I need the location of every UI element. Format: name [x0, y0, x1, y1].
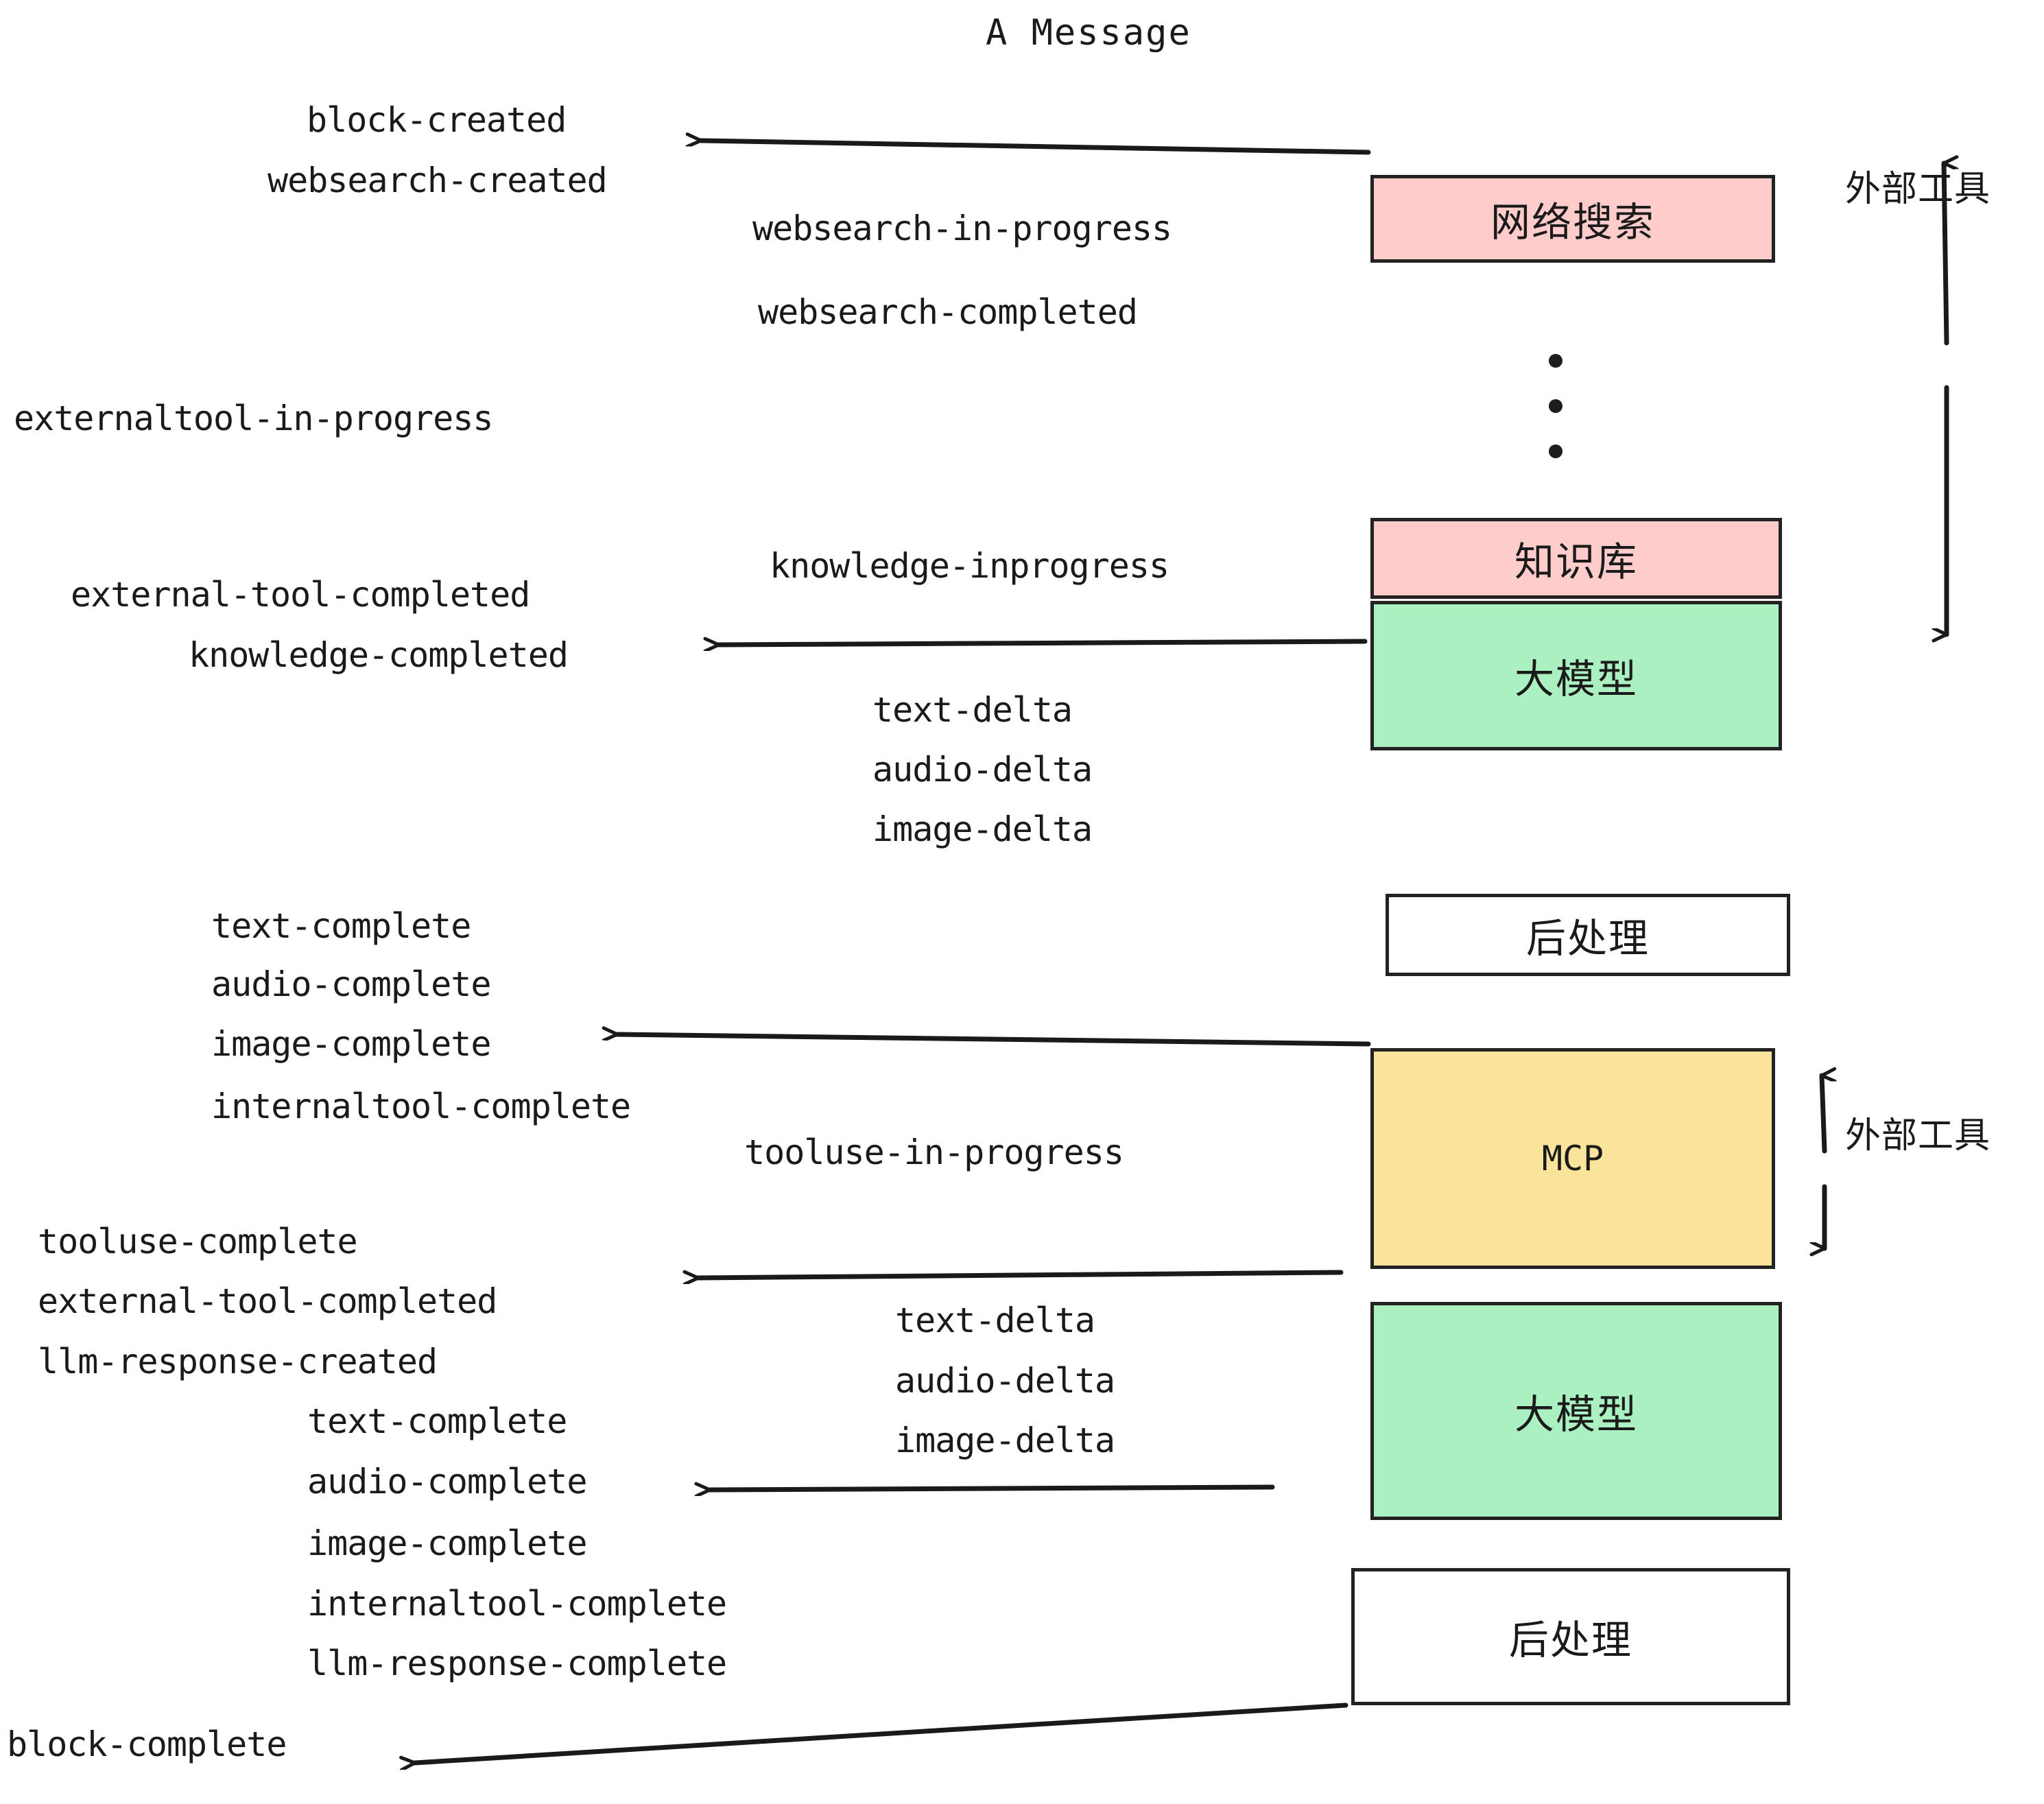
- arrow-knowledge-completed: [719, 641, 1368, 645]
- process-box-websearch: 网络搜索: [1370, 175, 1775, 263]
- event-label: external-tool-completed: [71, 575, 530, 615]
- event-label: text-delta: [895, 1301, 1095, 1340]
- process-box-postprocess-2: 后处理: [1351, 1568, 1790, 1705]
- event-label: image-complete: [307, 1523, 587, 1563]
- arrow-tooluse-complete: [698, 1270, 1344, 1278]
- external-tool-annotation: 外部工具: [1845, 169, 1991, 210]
- event-label: text-delta: [872, 690, 1073, 730]
- arrow-image-complete: [617, 1034, 1371, 1047]
- event-label: websearch-created: [268, 161, 608, 200]
- process-box-label: 大模型: [1514, 1391, 1638, 1438]
- process-box-label: 网络搜索: [1490, 199, 1655, 246]
- event-label: websearch-completed: [758, 292, 1138, 332]
- process-box-label: 知识库: [1514, 538, 1638, 585]
- event-label: text-complete: [211, 906, 471, 946]
- process-box-knowledge: 知识库: [1370, 518, 1782, 599]
- event-label: audio-complete: [307, 1462, 587, 1502]
- ellipsis-dot-icon: [1549, 444, 1562, 458]
- process-box-label: 后处理: [1525, 915, 1650, 962]
- external-tool-annotation: 外部工具: [1845, 1115, 1991, 1156]
- event-label: knowledge-completed: [189, 635, 569, 675]
- event-label: image-delta: [895, 1421, 1115, 1460]
- event-label: block-complete: [7, 1724, 287, 1764]
- event-label: tooluse-complete: [38, 1222, 358, 1261]
- event-label: block-created: [307, 100, 567, 140]
- event-label: tooluse-in-progress: [744, 1132, 1124, 1172]
- event-label: websearch-in-progress: [752, 209, 1172, 248]
- process-box-label: 大模型: [1514, 656, 1638, 702]
- process-box-postprocess-1: 后处理: [1386, 894, 1790, 976]
- event-label: internaltool-complete: [307, 1584, 727, 1624]
- process-box-label: 后处理: [1508, 1617, 1632, 1663]
- event-label: internaltool-complete: [211, 1087, 631, 1126]
- process-box-label: MCP: [1541, 1139, 1604, 1178]
- event-label: image-delta: [872, 809, 1093, 849]
- arrow-block-complete: [415, 1702, 1348, 1763]
- ellipsis-dot-icon: [1549, 354, 1562, 368]
- event-label: image-complete: [211, 1024, 491, 1064]
- arrow-audio-complete: [710, 1487, 1275, 1490]
- event-label: externaltool-in-progress: [14, 399, 493, 438]
- diagram-title: A Message: [986, 12, 1191, 54]
- process-box-mcp: MCP: [1370, 1048, 1775, 1269]
- event-label: knowledge-inprogress: [770, 546, 1169, 586]
- external-tool-arrow-bottom-up: [1822, 1076, 1825, 1154]
- event-label: audio-delta: [895, 1361, 1115, 1401]
- process-box-llm-2: 大模型: [1370, 1302, 1782, 1520]
- event-label: llm-response-complete: [307, 1643, 727, 1683]
- event-label: audio-delta: [872, 750, 1093, 790]
- event-label: audio-complete: [211, 964, 491, 1004]
- arrow-websearch-created: [701, 141, 1371, 155]
- ellipsis-dot-icon: [1549, 399, 1562, 413]
- process-box-llm-1: 大模型: [1370, 601, 1782, 750]
- event-label: external-tool-completed: [38, 1281, 497, 1321]
- event-label: text-complete: [307, 1401, 567, 1441]
- event-label: llm-response-created: [38, 1342, 438, 1381]
